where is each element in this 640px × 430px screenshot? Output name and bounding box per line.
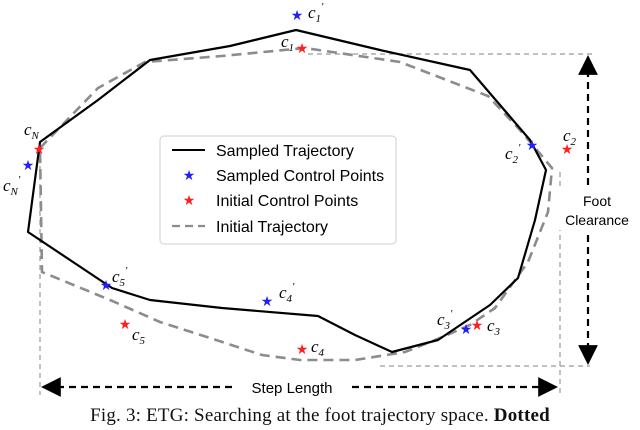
initial-control-point-cN: ★	[33, 143, 46, 158]
sampled-control-point-c3p: ★	[460, 323, 473, 338]
legend: Sampled Trajectory ★ Sampled Control Poi…	[159, 135, 397, 245]
initial-control-point-c5: ★	[119, 318, 132, 333]
label-c5: c5	[132, 325, 146, 347]
legend-initial-control-points-label: Initial Control Points	[216, 193, 358, 210]
foot-clearance-label-bg	[558, 190, 638, 230]
sampled-control-point-c4p: ★	[261, 295, 274, 310]
initial-control-point-c1: ★	[296, 42, 309, 57]
step-length-label-bg	[234, 377, 350, 397]
label-c3: c3	[487, 316, 501, 338]
caption-bold-text: Dotted	[493, 405, 550, 426]
label-c1: c1	[281, 32, 294, 54]
legend-sampled-trajectory-label: Sampled Trajectory	[216, 143, 354, 160]
sampled-trajectory-curve	[26, 28, 548, 354]
figure-caption: Fig. 3: ETG: Searching at the foot traje…	[0, 405, 640, 430]
label-cNp: cN'	[3, 174, 21, 198]
foot-clearance-label-line2: Clearance	[565, 212, 629, 228]
foot-clearance-dimension: Foot Clearance	[558, 55, 638, 365]
sampled-control-point-cNp: ★	[22, 159, 35, 174]
sampled-control-point-c5p: ★	[100, 279, 113, 294]
legend-sampled-control-points-label: Sampled Control Points	[216, 168, 384, 185]
initial-control-point-c2: ★	[561, 143, 574, 158]
label-c2p: c2'	[505, 142, 521, 166]
point-labels: c1' c1 cN cN' c2 c2' c5' c5 c4' c4 c3' c…	[3, 1, 577, 359]
legend-box	[159, 135, 397, 245]
legend-sampled-control-points-swatch: ★	[183, 169, 196, 184]
label-c1p: c1'	[308, 1, 324, 25]
step-length-dimension: Step Length	[41, 377, 558, 397]
label-c3p: c3'	[437, 308, 453, 332]
trajectory-figure: ★ ★ ★ ★ ★ ★ ★ ★ ★ ★ ★ ★ c1' c1 cN cN' c2…	[3, 1, 638, 397]
sampled-control-point-c1p: ★	[291, 9, 304, 24]
legend-initial-trajectory-label: Initial Trajectory	[216, 219, 328, 236]
label-cN: cN	[24, 120, 40, 142]
label-c4p: c4'	[279, 281, 295, 305]
step-length-label: Step Length	[252, 380, 333, 397]
foot-clearance-label-line1: Foot	[583, 193, 611, 209]
initial-control-point-c4: ★	[296, 343, 309, 358]
initial-control-point-c3: ★	[471, 319, 484, 334]
label-c5p: c5'	[112, 265, 128, 289]
control-points: ★ ★ ★ ★ ★ ★ ★ ★ ★ ★ ★ ★	[22, 9, 574, 358]
sampled-control-point-c2p: ★	[526, 139, 539, 154]
caption-text: Fig. 3: ETG: Searching at the foot traje…	[90, 405, 489, 426]
label-c2: c2	[563, 126, 577, 148]
initial-trajectory-curve	[38, 46, 554, 362]
label-c4: c4	[311, 337, 325, 359]
legend-initial-control-points-swatch: ★	[183, 194, 196, 209]
